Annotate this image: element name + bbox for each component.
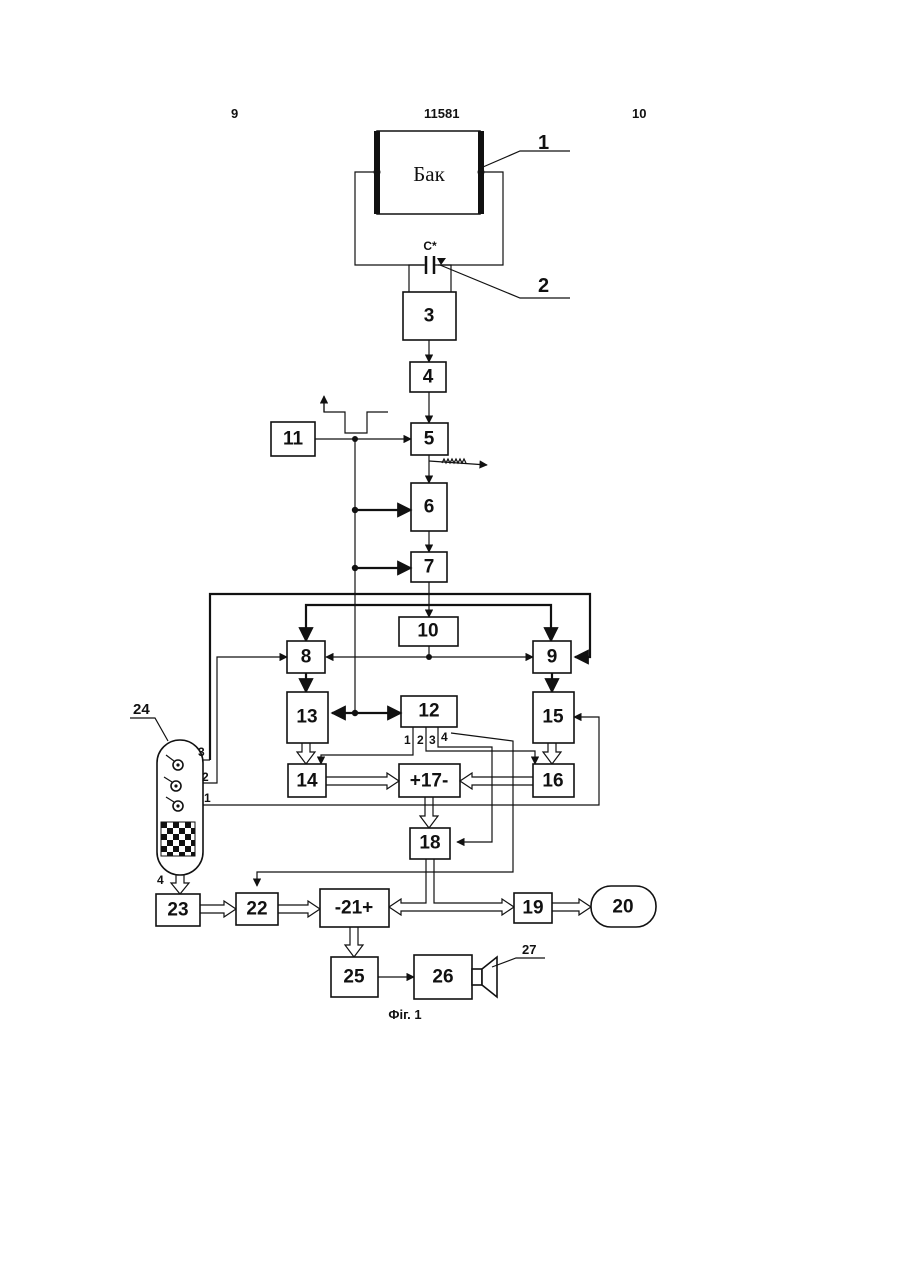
block-25-label: 25 bbox=[343, 967, 365, 988]
figure-caption: Фіг. 1 bbox=[388, 1007, 421, 1022]
block-20-label: 20 bbox=[612, 897, 633, 918]
block-22-label: 22 bbox=[246, 899, 267, 920]
tank-label: Бак bbox=[413, 162, 445, 186]
block-6-label: 6 bbox=[424, 497, 435, 518]
b12-port-3: 3 bbox=[429, 733, 436, 747]
block-19-label: 19 bbox=[522, 898, 543, 919]
block-16-label: 16 bbox=[542, 771, 563, 792]
block-10-label: 10 bbox=[417, 621, 438, 642]
tank-callout: 1 bbox=[538, 132, 549, 154]
block-13-label: 13 bbox=[296, 707, 317, 728]
tank: Бак bbox=[374, 131, 484, 214]
panel-terminal-2: 2 bbox=[202, 770, 209, 784]
block-12-label: 12 bbox=[418, 701, 439, 722]
block-3-label: 3 bbox=[424, 306, 435, 327]
speaker-callout: 27 bbox=[522, 942, 536, 957]
sensor-label: C* bbox=[423, 239, 437, 253]
panel-terminal-4: 4 bbox=[157, 873, 164, 887]
b12-port-4: 4 bbox=[441, 730, 448, 744]
block-18-label: 18 bbox=[419, 833, 440, 854]
block-26-label: 26 bbox=[432, 967, 453, 988]
block-9-label: 9 bbox=[547, 647, 558, 668]
block-11-label: 11 bbox=[283, 429, 304, 450]
panel-keypad bbox=[161, 822, 195, 856]
b12-port-1: 1 bbox=[404, 733, 411, 747]
panel-terminal-3: 3 bbox=[198, 745, 205, 759]
block-23-label: 23 bbox=[167, 900, 188, 921]
block-7-label: 7 bbox=[424, 557, 435, 578]
b12-port-2: 2 bbox=[417, 733, 424, 747]
block-4-label: 4 bbox=[423, 367, 434, 388]
speaker-icon bbox=[472, 957, 497, 997]
block-21-label: -21+ bbox=[335, 898, 374, 919]
block-17-label: +17- bbox=[410, 771, 449, 792]
panel-callout: 24 bbox=[133, 701, 150, 718]
block-5-label: 5 bbox=[424, 429, 435, 450]
capacitor-callout: 2 bbox=[538, 275, 549, 297]
block-8-label: 8 bbox=[301, 647, 312, 668]
panel-terminal-1: 1 bbox=[204, 791, 211, 805]
block-14-label: 14 bbox=[296, 771, 318, 792]
block-15-label: 15 bbox=[542, 707, 564, 728]
